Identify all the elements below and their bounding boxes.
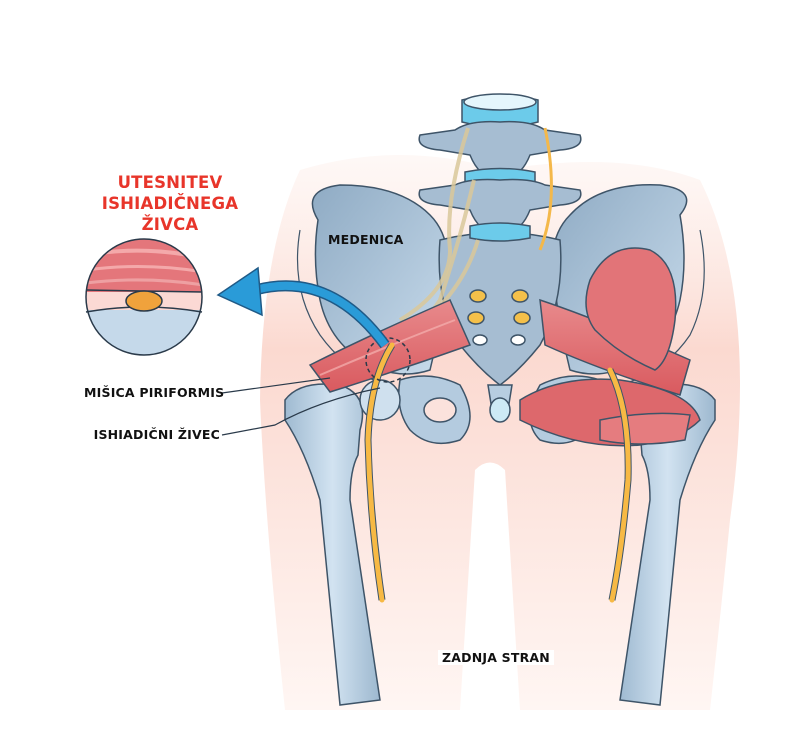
compression-zone-circle	[365, 337, 411, 383]
label-piriformis-muscle: MIŠICA PIRIFORMIS	[84, 385, 225, 400]
title-line-2: ISHIADIČNEGA ŽIVCA	[101, 194, 239, 234]
gluteal-muscles-right	[519, 247, 701, 447]
diagram-title: UTESNITEV ISHIADIČNEGA ŽIVCA	[80, 172, 260, 235]
lumbar-spine	[418, 93, 582, 242]
sciatic-nerve	[364, 342, 632, 603]
label-pelvis: MEDENICA	[328, 232, 404, 247]
label-sciatic-nerve: ISHIADIČNI ŽIVEC	[93, 427, 220, 442]
label-leader-lines	[221, 377, 381, 436]
zoom-circle-icon	[85, 238, 203, 356]
title-line-1: UTESNITEV	[117, 173, 223, 192]
label-posterior-view: ZADNJA STRAN	[438, 650, 554, 665]
curved-arrow-icon	[216, 266, 390, 349]
